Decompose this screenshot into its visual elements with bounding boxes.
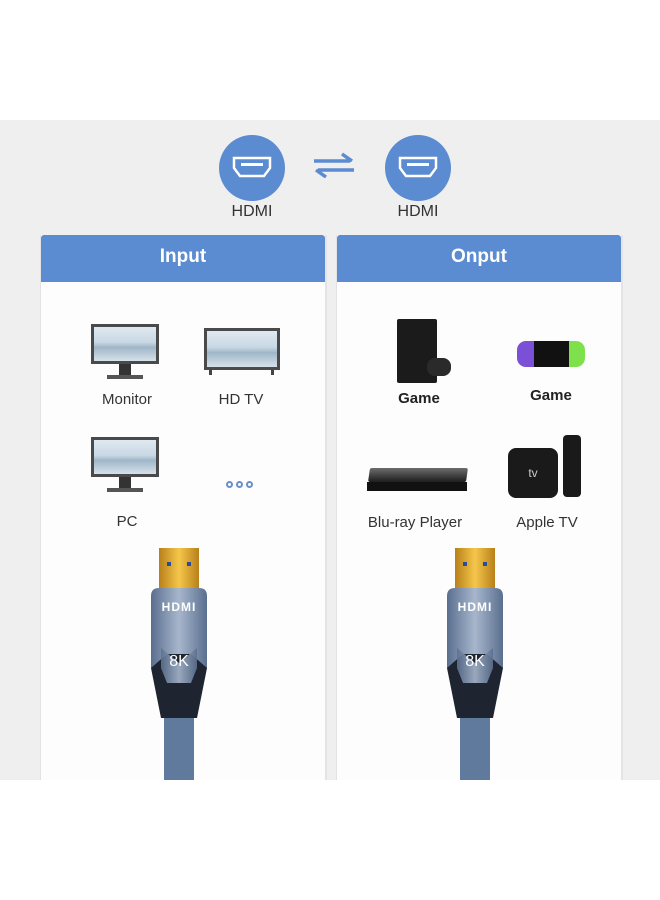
cable-brand-label: HDMI bbox=[457, 600, 493, 614]
more-dots-icon bbox=[226, 481, 253, 488]
device-label-game-1: Game bbox=[398, 390, 440, 407]
hdmi-right-label: HDMI bbox=[397, 203, 439, 220]
output-panel: Onput Game Game Blu-ray Player tv Apple … bbox=[336, 235, 623, 780]
hdmi-port-icon bbox=[219, 135, 285, 201]
cable-brand-label: HDMI bbox=[161, 600, 197, 614]
hdmi-cable-8k-icon bbox=[151, 548, 207, 780]
bidirectional-arrows-icon bbox=[314, 152, 354, 178]
output-panel-title: Onput bbox=[337, 235, 621, 282]
hdmi-left-label: HDMI bbox=[231, 203, 273, 220]
hdmi-port-icon bbox=[385, 135, 451, 201]
device-label-bluray: Blu-ray Player bbox=[367, 514, 463, 531]
cable-spec-label: 8K bbox=[465, 653, 485, 670]
cable-spec-label: 8K bbox=[169, 653, 189, 670]
input-panel-title: Input bbox=[41, 235, 325, 282]
device-label-monitor: Monitor bbox=[101, 391, 153, 408]
device-label-pc: PC bbox=[116, 513, 138, 530]
hdmi-cable-8k-icon bbox=[447, 548, 503, 780]
device-label-apple-tv: Apple TV bbox=[516, 514, 578, 531]
device-label-game-2: Game bbox=[530, 387, 572, 404]
device-label-hdtv: HD TV bbox=[218, 391, 264, 408]
input-panel: Input Monitor HD TV PC HDMI 8K bbox=[40, 235, 327, 780]
